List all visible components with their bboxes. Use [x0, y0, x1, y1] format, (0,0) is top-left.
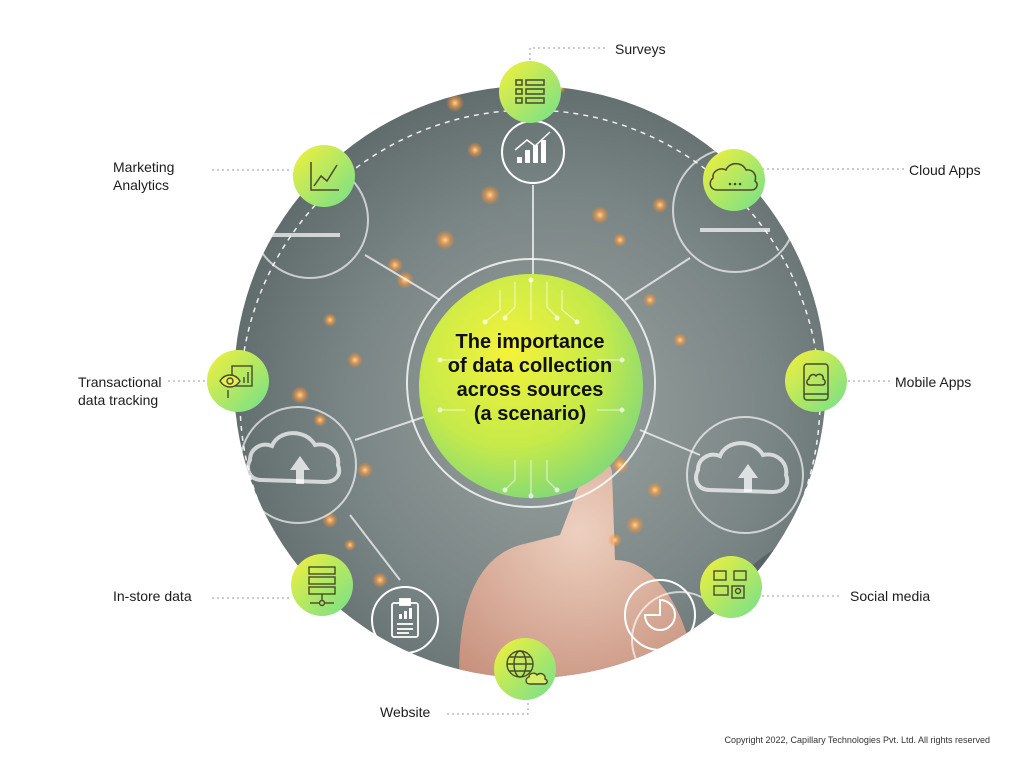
label-cloud-apps: Cloud Apps: [909, 162, 981, 178]
label-website: Website: [380, 704, 431, 720]
globe-cloud-icon: [506, 650, 548, 685]
cloud-icon: [709, 162, 758, 191]
bar-chart-icon: [514, 131, 551, 163]
label-surveys: Surveys: [615, 41, 666, 57]
label-mobile-apps: Mobile Apps: [895, 374, 972, 390]
center-title-line: The importance: [455, 331, 605, 353]
report-clipboard-icon: [391, 598, 419, 638]
circuit-pattern: [440, 280, 622, 495]
node-mobile-apps[interactable]: [785, 350, 847, 412]
line-chart-icon: [310, 162, 339, 191]
label-marketing-analytics: Marketing Analytics: [113, 159, 175, 193]
node-in-store-data[interactable]: [291, 554, 353, 616]
survey-form-icon: [515, 79, 545, 104]
node-marketing-analytics[interactable]: [293, 145, 355, 207]
node-website[interactable]: [494, 638, 556, 700]
label-in-store-data: In-store data: [113, 588, 192, 604]
center-title: The importance of data collection across…: [420, 330, 640, 426]
label-transactional-data: Transactional data tracking: [78, 374, 162, 408]
node-social-media[interactable]: [700, 556, 762, 618]
center-hub: [406, 258, 656, 508]
eye-chart-icon: [219, 365, 253, 398]
report-badge: [371, 586, 439, 654]
label-social-media: Social media: [850, 588, 931, 604]
copyright-text: Copyright 2022, Capillary Technologies P…: [724, 735, 990, 745]
node-transactional-data[interactable]: [207, 350, 269, 412]
center-title-line: (a scenario): [473, 403, 587, 425]
pie-chart-icon: [643, 598, 676, 631]
center-title-line: across sources: [456, 379, 604, 401]
center-title-line: of data collection: [447, 355, 613, 377]
node-cloud-apps[interactable]: [703, 149, 765, 211]
server-icon: [308, 566, 336, 607]
social-chat-icon: [713, 570, 747, 599]
mobile-phone-icon: [803, 363, 829, 401]
pie-badge: [624, 579, 696, 651]
leader-lines: [168, 47, 905, 715]
node-surveys[interactable]: [499, 61, 561, 123]
